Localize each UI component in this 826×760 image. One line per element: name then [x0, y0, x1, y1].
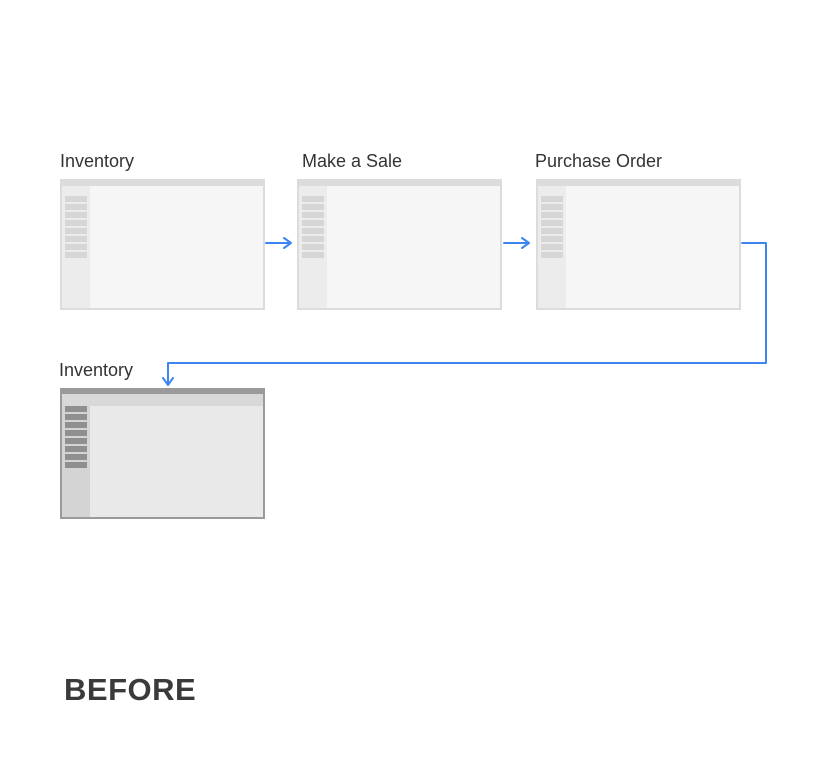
arrow-inventory-to-sale-head [283, 237, 292, 249]
wireframe-sidebar-items [541, 196, 563, 260]
wireframe-sidebar-items [302, 196, 324, 260]
arrow-purchase-to-inventory [167, 242, 767, 385]
screen-label-inventory: Inventory [60, 151, 135, 171]
screen-label-make-a-sale: Make a Sale [302, 151, 403, 171]
wireframe-inventory-return [60, 388, 265, 519]
before-caption: BEFORE [64, 672, 197, 707]
screen-label-purchase-order: Purchase Order [535, 151, 663, 171]
arrow-purchase-to-inventory-head [162, 377, 174, 386]
wireframe-top-bar [538, 181, 739, 186]
wireframe-inventory [60, 179, 265, 310]
wireframe-top-bar [62, 390, 263, 394]
wireframe-header-band [62, 394, 263, 406]
wireframe-top-bar [299, 181, 500, 186]
wireframe-top-bar [62, 181, 263, 186]
wireframe-make-a-sale [297, 179, 502, 310]
wireframe-purchase-order [536, 179, 741, 310]
arrow-sale-to-purchase-head [521, 237, 530, 249]
screen-label-inventory-return: Inventory [59, 360, 134, 380]
wireframe-sidebar-items [65, 196, 87, 260]
wireframe-sidebar-items [65, 406, 87, 470]
